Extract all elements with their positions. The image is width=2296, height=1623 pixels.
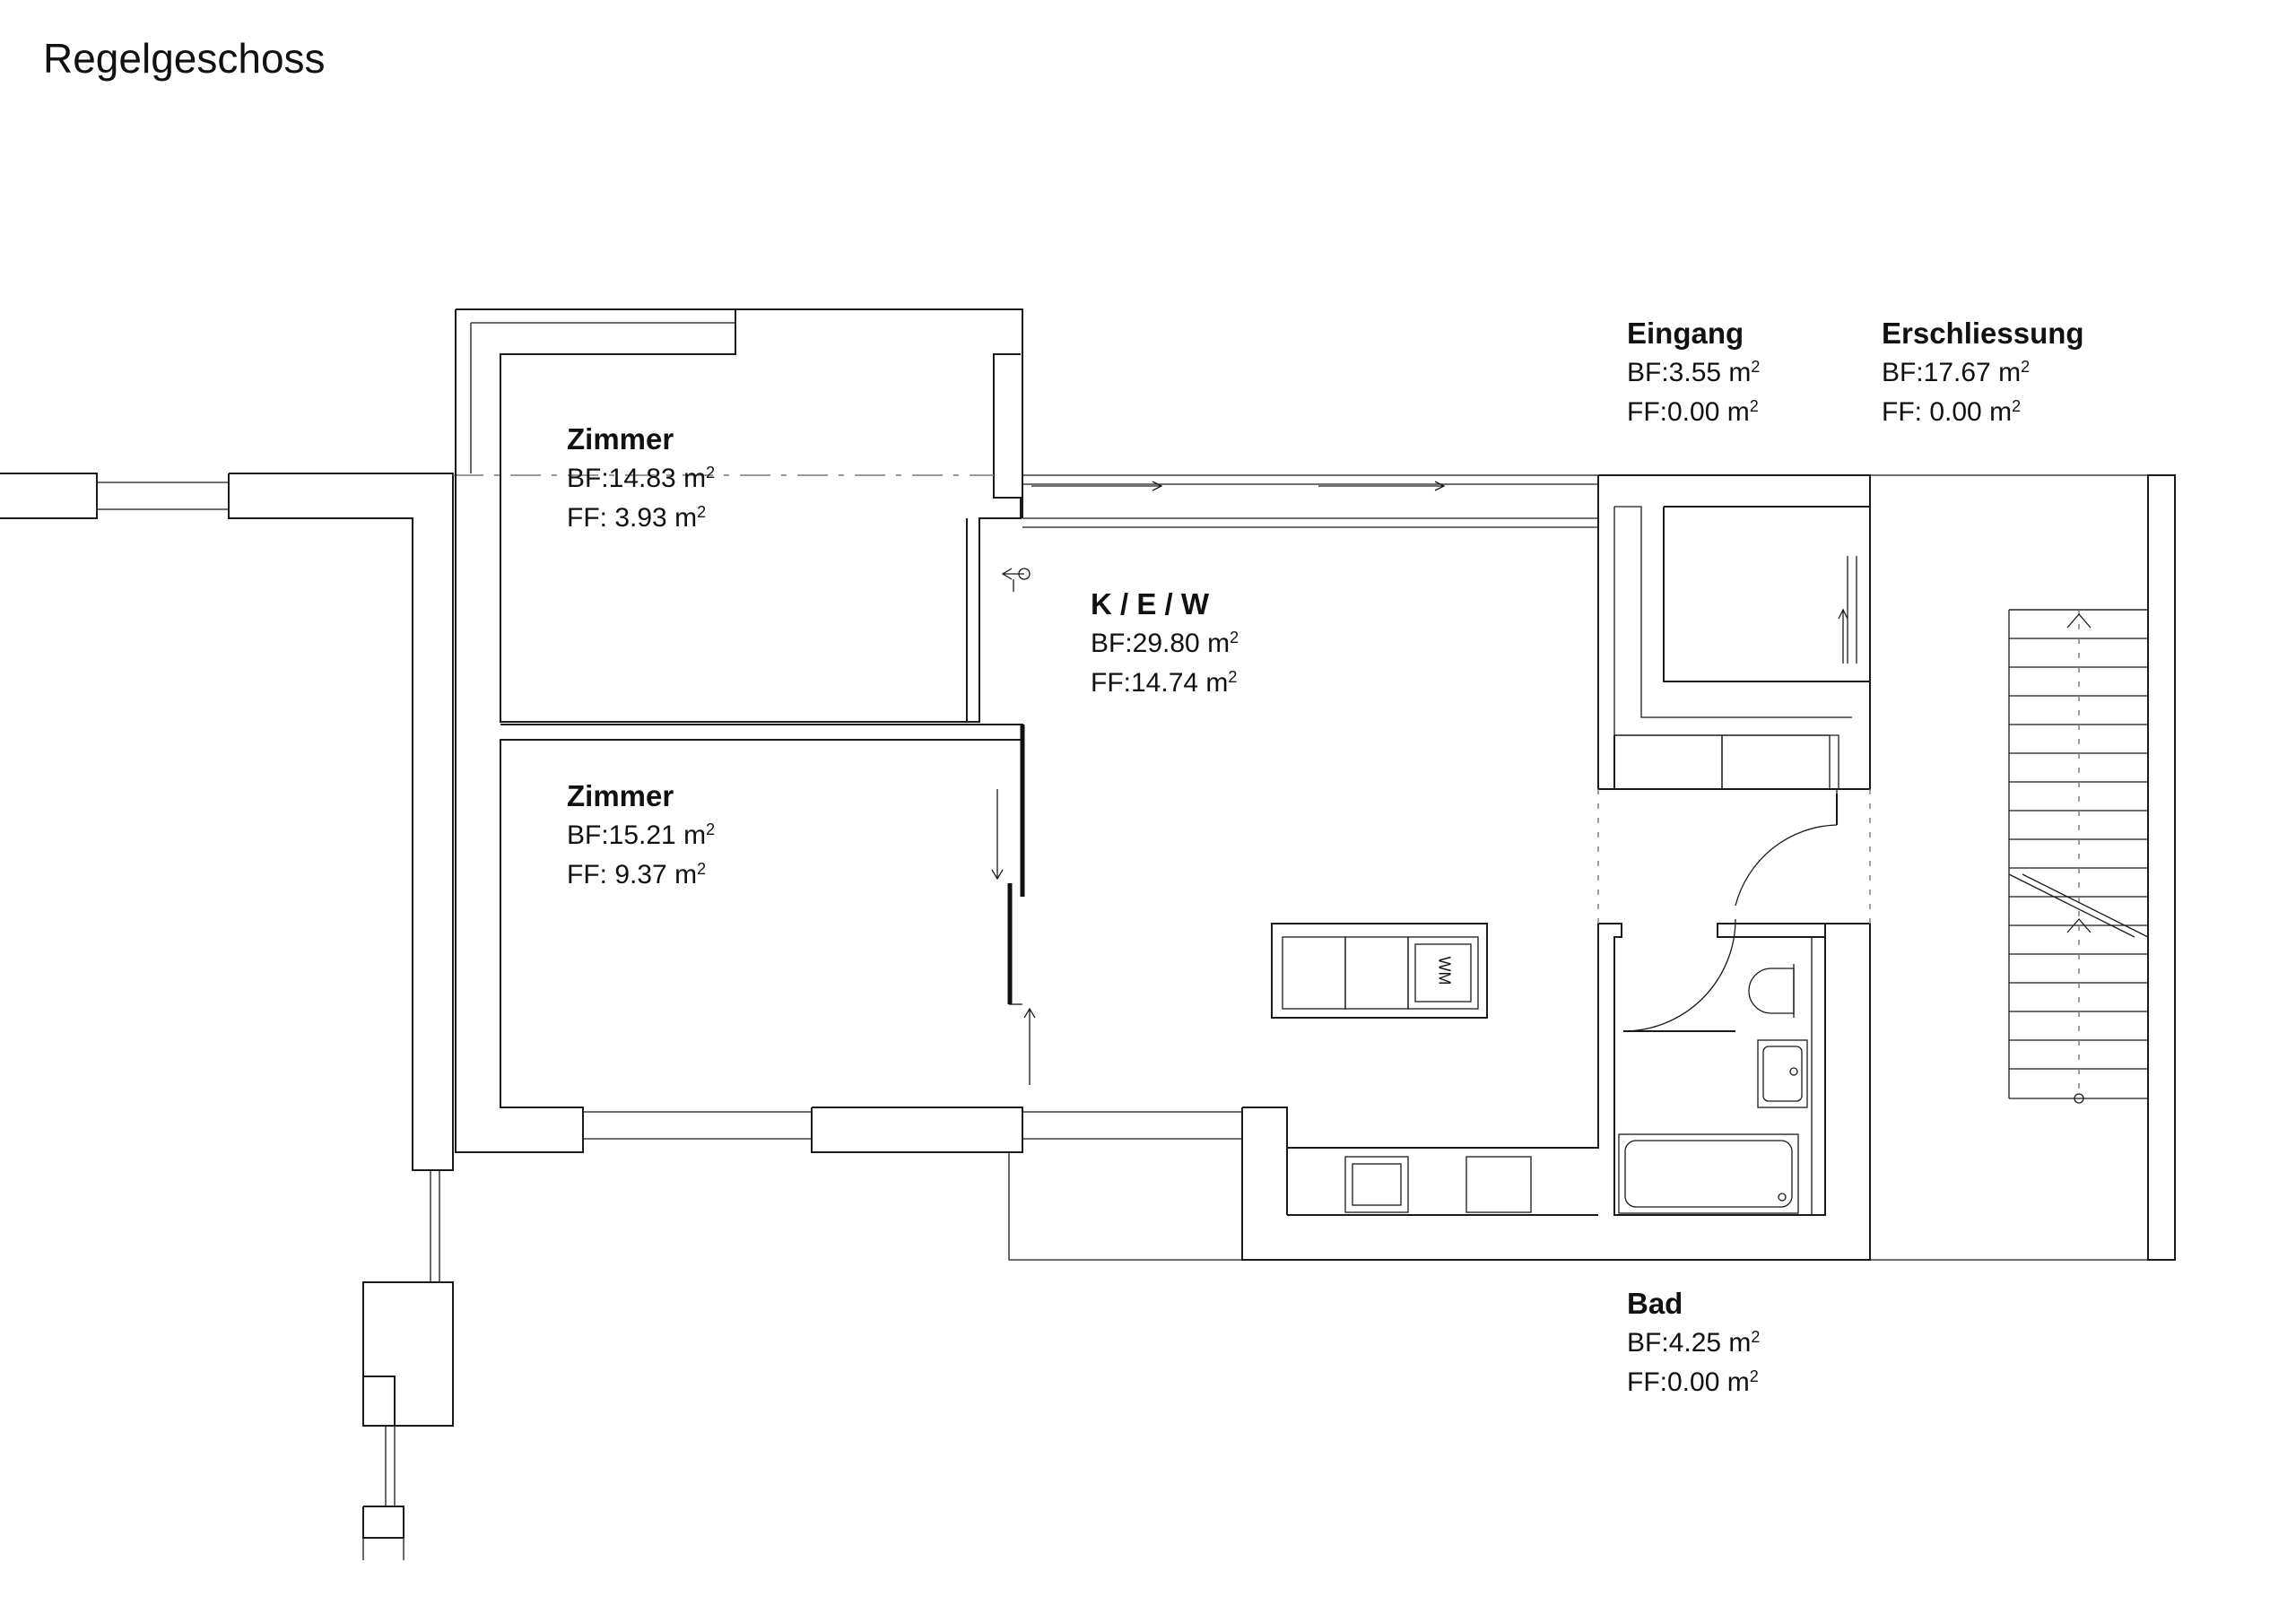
label-erschliessung: Erschliessung BF:17.67 m2 FF: 0.00 m2 <box>1882 314 2084 432</box>
label-kew: K / E / W BF:29.80 m2 FF:14.74 m2 <box>1091 585 1239 703</box>
left-building <box>0 473 454 1560</box>
room-name: Zimmer <box>567 779 674 812</box>
washing-machine-label: WM <box>1435 956 1454 985</box>
room-name: Eingang <box>1627 317 1744 350</box>
room-ff: 14.74 <box>1131 668 1199 698</box>
room-name: Zimmer <box>567 422 674 456</box>
room-zimmer-2-walls <box>455 473 1242 1153</box>
room-ff: 9.37 <box>607 860 667 890</box>
room-name: Bad <box>1627 1287 1683 1320</box>
kitchen-island <box>1271 923 1488 1019</box>
room-zimmer-1-walls <box>455 308 1023 723</box>
room-ff: 0.00 <box>1667 397 1720 427</box>
room-bf: 4.25 <box>1668 1328 1722 1358</box>
drawing-title: Regelgeschoss <box>43 35 326 82</box>
label-bad: Bad BF:4.25 m2 FF:0.00 m2 <box>1627 1284 1760 1402</box>
room-bf: 29.80 <box>1132 629 1200 658</box>
room-name: K / E / W <box>1091 587 1209 621</box>
entrance-block <box>1597 474 1871 924</box>
room-name: Erschliessung <box>1882 317 2084 350</box>
staircase <box>1870 474 2176 1261</box>
label-eingang: Eingang BF:3.55 m2 FF:0.00 m2 <box>1627 314 1760 432</box>
room-bf: 15.21 <box>608 820 676 850</box>
terrace-outline <box>1008 1152 1242 1261</box>
room-ff: 3.93 <box>607 503 667 533</box>
room-ff: 0.00 <box>1667 1367 1720 1397</box>
label-zimmer-1: Zimmer BF:14.83 m2 FF: 3.93 m2 <box>567 420 715 538</box>
room-bf: 17.67 <box>1923 358 1991 387</box>
room-ff: 0.00 <box>1922 397 1982 427</box>
room-bf: 3.55 <box>1668 358 1722 387</box>
label-zimmer-2: Zimmer BF:15.21 m2 FF: 9.37 m2 <box>567 777 715 895</box>
kew-top-window <box>1001 474 1598 592</box>
kitchen-bath-block <box>1241 794 1871 1261</box>
room-bf: 14.83 <box>608 464 676 493</box>
